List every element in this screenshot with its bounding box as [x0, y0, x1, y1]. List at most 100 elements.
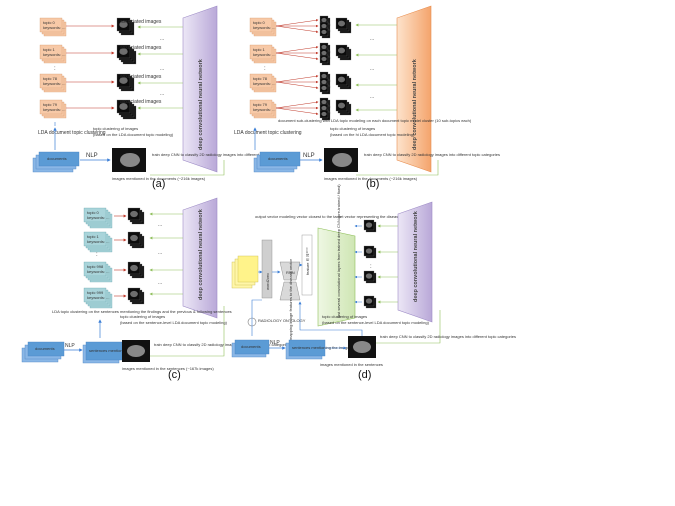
- image-stack-c-1: [127, 231, 145, 249]
- clustering-label-c: topic clustering of images: [120, 314, 165, 319]
- documents-stack-d: documents: [231, 339, 270, 358]
- image-stack-b-7: [335, 44, 352, 61]
- topic-keywords: keywords: ...: [43, 107, 65, 112]
- image-stack-d-2: [363, 270, 377, 284]
- image-stack-b-15: [335, 99, 352, 116]
- topic-keywords: keywords: ...: [253, 107, 275, 112]
- cnn-label-b: deep convolutional neural network: [412, 58, 418, 150]
- sentences-label-c: sentences mentioning the images: [89, 348, 149, 353]
- topic-name: topic 0: [43, 20, 56, 25]
- topic-card-c-1: topic 1keywords: ...: [83, 231, 113, 253]
- topic-name: topic 79: [253, 102, 268, 107]
- topic-card-a-0: topic 0keywords: ...: [39, 17, 67, 37]
- lda-label-c: LDA topic clustering on the sentences me…: [52, 309, 232, 314]
- lda-label-b: LDA document topic clustering: [234, 130, 302, 136]
- image-stack-b-3: [335, 17, 352, 34]
- topic-name: topic 0: [87, 210, 100, 215]
- topic-keywords: keywords: ...: [43, 25, 65, 30]
- cnn-label-a: deep convolutional neural network: [198, 58, 204, 150]
- clustering-sub-c: (based on the sentence-level LDA documen…: [120, 320, 228, 325]
- topic-keywords: keywords: ...: [87, 215, 109, 220]
- documents-stack-a: documents: [32, 151, 80, 173]
- panel-d: output vector modeling vector closest to…: [231, 184, 516, 381]
- topic-card-a-1: topic 1keywords: ...: [39, 44, 67, 64]
- topic-name: topic 1: [87, 234, 100, 239]
- topic-keywords: keywords: ...: [87, 269, 109, 274]
- topic-keywords: keywords: ...: [43, 81, 65, 86]
- text-stack-d: [231, 255, 259, 289]
- topic-name: topic 79: [43, 102, 58, 107]
- cnn-layers-block: [317, 227, 356, 327]
- images-caption-d: images mentioned in the sentences: [320, 362, 383, 367]
- topic-name: topic 1: [43, 47, 56, 52]
- clustering-sub-a: (based on the LDA document topic modelin…: [93, 132, 174, 137]
- ellipsis-a2: ...: [160, 66, 164, 72]
- image-stack-b-6: [319, 54, 331, 66]
- clustering-label-d: topic clustering of images: [322, 314, 367, 319]
- image-stack-d-0: [363, 219, 377, 233]
- images-caption-c: images mentioned in the sentences (~167k…: [122, 366, 214, 371]
- train-label-d: train deep CNN to classify 2D radiology …: [380, 334, 516, 339]
- image-stack-b-11: [335, 73, 352, 90]
- topic-name: topic 998: [87, 264, 104, 269]
- word2vec-block: [261, 239, 273, 299]
- rnn-label: RNN: [286, 270, 295, 275]
- documents-label-b: documents: [268, 156, 288, 161]
- topic-card-a-3: topic 79keywords: ...: [39, 99, 67, 119]
- sentences-stack-c: sentences mentioning the images: [82, 341, 149, 364]
- lda-label-a: LDA document topic clustering: [38, 130, 106, 136]
- panel-label-b: (b): [366, 178, 379, 190]
- train-label-c: train deep CNN to classify 2D radiology …: [154, 342, 290, 347]
- topic-keywords: keywords: ...: [253, 25, 275, 30]
- assoc-label-2: associated images: [120, 45, 162, 51]
- ellipsis-b1: ...: [370, 36, 374, 42]
- topic-keywords: keywords: ...: [87, 239, 109, 244]
- documents-label-d: documents: [241, 344, 261, 349]
- panel-label-d: (d): [358, 369, 371, 381]
- ellipsis-a1: ...: [160, 36, 164, 42]
- nlp-label-c: NLP: [65, 343, 75, 349]
- output-label-d: output vector modeling vector closest to…: [255, 214, 424, 219]
- image-stack-a-2: [116, 73, 135, 92]
- rnn-upper: [279, 261, 301, 281]
- topic-keywords: keywords: ...: [43, 52, 65, 57]
- image-stack-d-1: [363, 245, 377, 259]
- topic-card-b-2: topic 78keywords: ...: [249, 73, 277, 93]
- image-stack-c-0: [127, 207, 145, 225]
- subclustering-label-b: document sub-clustering with LDA topic m…: [278, 118, 472, 123]
- image-stack-d-3: [363, 295, 377, 309]
- clustering-label-b: topic clustering of images: [330, 126, 375, 131]
- cnn-block-c: [182, 197, 218, 319]
- image-stack-c-2: [127, 261, 145, 279]
- topic-keywords: keywords: ...: [253, 52, 275, 57]
- ellipsis-c2: ...: [158, 250, 162, 256]
- cnn-layers-label: last several convolutional layers from t…: [336, 184, 341, 318]
- sentences-label-d: sentences mentioning the images: [292, 345, 352, 350]
- image-stack-a-0: [116, 17, 135, 36]
- cnn-label-c: deep convolutional neural network: [198, 208, 204, 300]
- topic-card-c-3: topic 999keywords: ...: [83, 287, 113, 309]
- assoc-label-4: associated images: [120, 99, 162, 105]
- word2vec-label: word2vec: [265, 273, 270, 290]
- documents-label-a: documents: [47, 156, 67, 161]
- ontology-label: RADIOLOGY ONTOLOGY: [258, 318, 306, 323]
- topic-name: topic 999: [87, 290, 104, 295]
- clustering-sub-d: (based on the sentence-level LDA documen…: [322, 320, 430, 325]
- clustering-sub-b: (based on the hi LDA document topic mode…: [330, 132, 415, 137]
- topic-keywords: keywords: ...: [253, 81, 275, 86]
- cnn-block-a: [182, 5, 218, 173]
- panel-label-a: (a): [152, 178, 165, 190]
- topic-card-b-0: topic 0keywords: ...: [249, 17, 277, 37]
- ellipsis-b2: ...: [370, 66, 374, 72]
- documents-stack-c: documents: [21, 341, 65, 363]
- clustering-label-a: topic clustering of images: [93, 126, 138, 131]
- ellipsis-b3: ...: [370, 94, 374, 100]
- topic-name: topic 78: [43, 76, 58, 81]
- sentences-stack-d: sentences mentioning the images: [285, 339, 352, 360]
- documents-label-c: documents: [35, 346, 55, 351]
- ellipsis-c3: ...: [158, 280, 162, 286]
- vertical-dots-d: :: [370, 264, 372, 270]
- nlp-label-d: NLP: [270, 340, 280, 346]
